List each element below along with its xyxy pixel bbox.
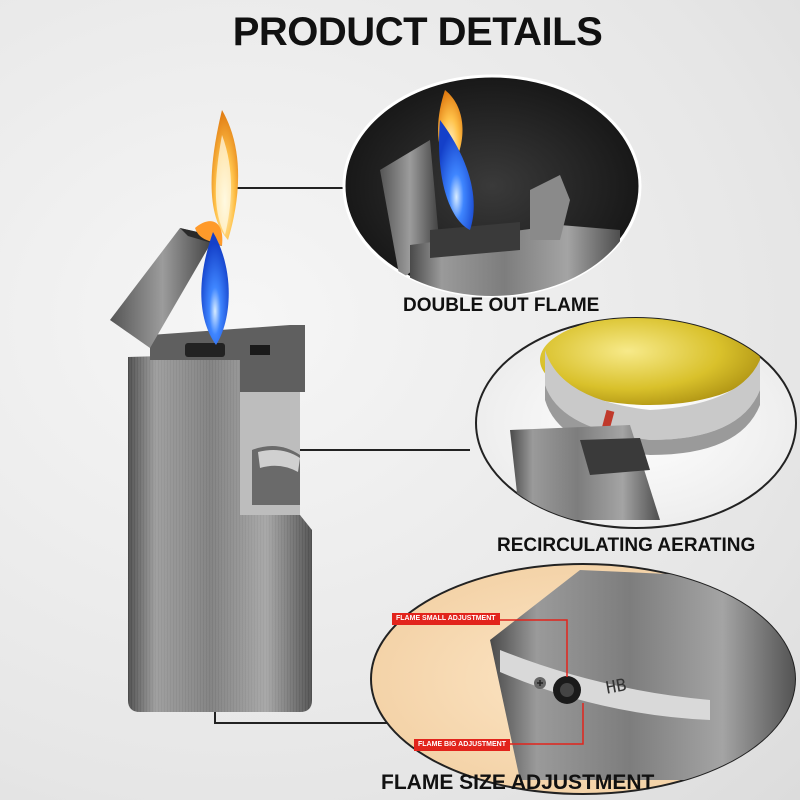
engraving-text: HB [604,675,629,699]
main-flames [195,110,239,345]
caption-double-out-flame: DOUBLE OUT FLAME [403,295,600,316]
caption-flame-size-adjustment: FLAME SIZE ADJUSTMENT [381,771,655,794]
detail-circle-double-flame [342,74,642,298]
lighter-main [110,228,312,712]
page-title: PRODUCT DETAILS [232,10,603,54]
caption-recirculating-aerating: RECIRCULATING AERATING [497,535,756,556]
tag-flame-big-adjustment: FLAME BIG ADJUSTMENT [414,739,511,751]
tag-flame-small-adjustment: FLAME SMALL ADJUSTMENT [392,613,500,625]
detail-circle-adjustment [370,563,796,795]
detail-circle-aerating [475,317,797,529]
